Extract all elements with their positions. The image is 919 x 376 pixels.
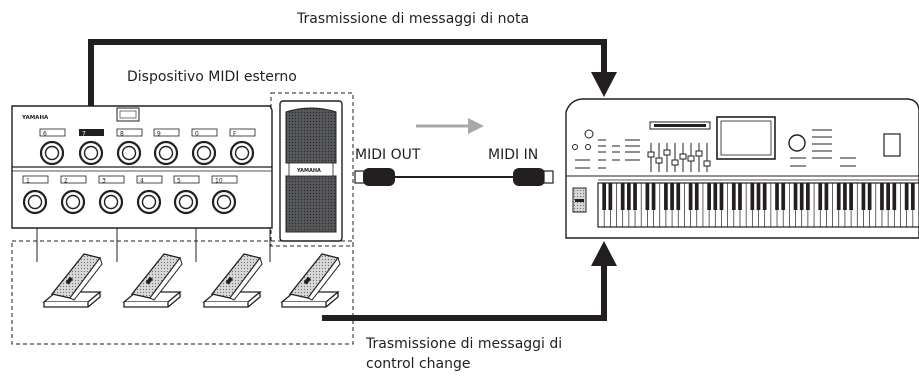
black-key <box>793 183 798 210</box>
foot-pedal <box>42 253 103 308</box>
black-key <box>645 183 650 210</box>
bottom-row-buttons: 1 2 3 4 5 10 <box>22 175 238 185</box>
control-change-label-line2: control change <box>366 356 471 372</box>
black-key <box>904 183 909 210</box>
black-key <box>633 183 637 210</box>
black-key <box>620 183 625 210</box>
button-label-5: 5 <box>177 178 181 185</box>
expression-pedal: YAMAHA <box>279 100 343 242</box>
black-key <box>843 183 847 210</box>
foot-pedal <box>122 253 183 308</box>
signal-direction-arrow-icon <box>416 118 484 134</box>
external-midi-device: YAMAHA 6 7 8 9 0 F <box>11 100 343 262</box>
black-key <box>688 183 693 210</box>
black-key <box>818 183 823 210</box>
black-key <box>880 183 884 210</box>
control-change-path <box>322 264 607 321</box>
black-key <box>694 183 699 210</box>
note-message-path <box>88 39 607 130</box>
top-row-buttons: 6 7 8 9 0 F <box>39 128 256 138</box>
black-key <box>775 183 779 210</box>
black-key <box>608 183 613 210</box>
button-label-4: 4 <box>140 178 144 185</box>
black-key <box>707 183 711 210</box>
button-label-10: 10 <box>215 178 223 185</box>
midi-out-label: MIDI OUT <box>355 147 421 163</box>
black-key <box>806 183 810 210</box>
foot-pedal <box>202 253 263 308</box>
black-key <box>781 183 786 210</box>
black-key <box>892 183 897 210</box>
device-brand-logo: YAMAHA <box>21 115 49 121</box>
button-label-8: 8 <box>120 131 124 138</box>
black-key <box>910 183 915 210</box>
button-label-9: 9 <box>157 131 161 138</box>
black-key <box>762 183 767 210</box>
note-arrowhead-icon <box>591 72 617 97</box>
external-device-label: Dispositivo MIDI esterno <box>127 69 297 85</box>
foot-pedals-outline <box>11 240 354 345</box>
black-key <box>602 183 607 210</box>
black-key <box>886 183 890 210</box>
button-label-f: F <box>233 131 237 138</box>
black-key <box>750 183 755 210</box>
foot-pedal <box>280 253 341 308</box>
black-key <box>756 183 761 210</box>
black-key <box>867 183 872 210</box>
control-change-arrowhead-icon <box>591 241 617 266</box>
black-key <box>861 183 866 210</box>
foot-pedals <box>42 253 341 308</box>
midi-in-label: MIDI IN <box>488 147 538 163</box>
button-label-3: 3 <box>102 178 106 185</box>
black-key <box>670 183 674 210</box>
top-row-footswitches <box>39 140 255 166</box>
black-key <box>731 183 736 210</box>
black-key <box>738 183 742 210</box>
black-key <box>836 183 841 210</box>
foot-pedal-cables <box>36 228 271 262</box>
button-label-6: 6 <box>43 131 47 138</box>
black-key <box>627 183 631 210</box>
dial-icon <box>788 134 806 152</box>
black-key <box>713 183 718 210</box>
midi-cable <box>354 168 554 186</box>
digital-keyboard <box>565 98 919 239</box>
black-key <box>676 183 681 210</box>
black-key <box>824 183 829 210</box>
midi-in-plug-icon <box>513 168 545 186</box>
black-key <box>651 183 656 210</box>
pedal-brand-logo: YAMAHA <box>296 168 321 174</box>
keyboard-sliders <box>647 143 711 172</box>
black-key <box>664 183 668 210</box>
bottom-row-footswitches <box>22 189 237 215</box>
control-change-label-line1: Trasmissione di messaggi di <box>365 336 562 352</box>
black-keys <box>602 183 915 210</box>
button-label-0: 0 <box>195 131 199 138</box>
button-label-2: 2 <box>64 178 68 185</box>
black-key <box>849 183 853 210</box>
button-label-7: 7 <box>82 131 86 138</box>
midi-out-plug-icon <box>363 168 395 186</box>
black-key <box>799 183 804 210</box>
black-key <box>719 183 724 210</box>
note-messages-label: Trasmissione di messaggi di nota <box>296 11 529 27</box>
button-label-1: 1 <box>26 178 30 185</box>
